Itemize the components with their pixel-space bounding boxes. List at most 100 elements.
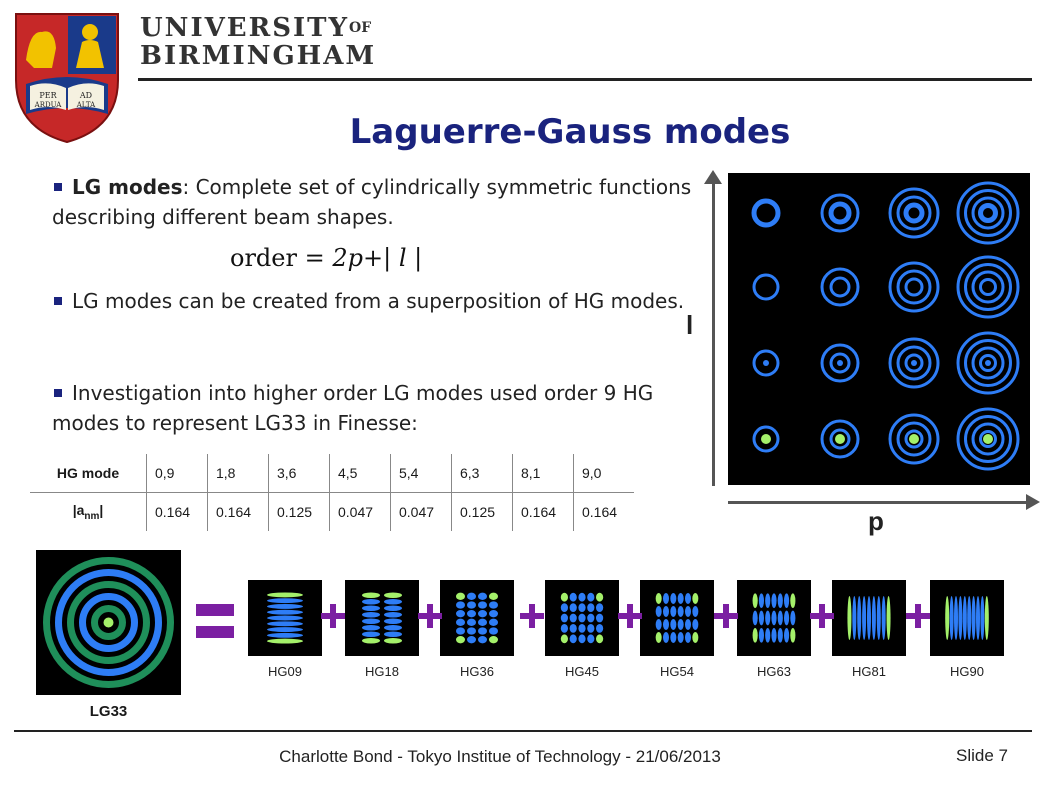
- slide-title: Laguerre-Gauss modes: [349, 112, 791, 152]
- formula-plus: +: [363, 244, 384, 272]
- hg-mode-label: HG90: [950, 664, 984, 679]
- table-cell-coef: 0.125: [451, 492, 513, 531]
- lg33-label: LG33: [89, 703, 128, 720]
- plus-sign: [810, 604, 834, 628]
- axis-l-arrowhead: [704, 170, 722, 184]
- hg-mode-label: HG54: [660, 664, 694, 679]
- plus-sign: [714, 604, 738, 628]
- lg-mode-cell: [752, 349, 780, 377]
- lg-mode-cell: [888, 337, 940, 389]
- lg-mode-cell: [751, 198, 781, 228]
- table-cell-mode: 5,4: [390, 454, 452, 493]
- lg-mode-cell: [956, 181, 1020, 245]
- lg33-mode-image: [36, 550, 181, 695]
- bullet-2-text: LG modes can be created from a superposi…: [72, 289, 685, 313]
- plus-sign: [321, 604, 345, 628]
- bullet-marker: [54, 183, 62, 191]
- table-cell-mode: 9,0: [573, 454, 634, 493]
- crest-motto-ardua: ARDUA: [34, 101, 63, 109]
- table-row-coefficients: |anm| 0.164 0.164 0.125 0.047 0.047 0.12…: [30, 492, 634, 531]
- university-of: OF: [349, 20, 372, 36]
- table-cell-coef: 0.047: [390, 492, 452, 531]
- hg-mode-label: HG36: [460, 664, 494, 679]
- lg-mode-cell: [956, 255, 1020, 319]
- table-cell-mode: 3,6: [268, 454, 330, 493]
- table-cell-coef: 0.164: [146, 492, 208, 531]
- anm-end: |: [99, 502, 104, 519]
- hg-mode-label: HG63: [757, 664, 791, 679]
- lg-mode-cell: [956, 407, 1020, 471]
- formula-abs-l: | l |: [383, 244, 423, 272]
- formula-equals: =: [304, 244, 325, 272]
- formula-2p: 2p: [332, 244, 363, 272]
- lg-mode-cell: [820, 267, 860, 307]
- hg-mode-image: [832, 580, 906, 656]
- footer-divider: [14, 730, 1032, 732]
- hg-mode-label: HG18: [365, 664, 399, 679]
- table-cell-coef: 0.164: [512, 492, 574, 531]
- table-cell-coef: 0.164: [207, 492, 269, 531]
- hg-mode-image: [345, 580, 419, 656]
- axis-p-arrowhead: [1026, 494, 1040, 510]
- table-cell-mode: 1,8: [207, 454, 269, 493]
- axis-l-label: l: [686, 310, 694, 340]
- anm-main: |a: [72, 502, 85, 519]
- table-header-anm: |anm|: [30, 492, 147, 531]
- bullet-superposition: LG modes can be created from a superposi…: [52, 286, 692, 316]
- lg-mode-cell: [820, 343, 860, 383]
- hg-mode-image: [440, 580, 514, 656]
- crest-motto-alta: ALTA: [76, 101, 96, 109]
- table-cell-coef: 0.164: [582, 504, 618, 520]
- lg-mode-cell: [888, 261, 940, 313]
- hg-mode-image: [737, 580, 811, 656]
- table-row-modes: HG mode 0,9 1,8 3,6 4,5 5,4 6,3 8,1 9,0: [30, 454, 634, 493]
- plus-sign: [618, 604, 642, 628]
- lg-mode-cell: [752, 273, 780, 301]
- table-cell-mode: 8,1: [512, 454, 574, 493]
- anm-sub: nm: [84, 510, 100, 522]
- bullet-investigation: Investigation into higher order LG modes…: [52, 378, 692, 438]
- header-divider: [138, 78, 1032, 81]
- hg-mode-image: [930, 580, 1004, 656]
- university-line-2: BIRMINGHAM: [140, 41, 377, 71]
- plus-sign: [520, 604, 544, 628]
- bullet-marker: [54, 297, 62, 305]
- plus-sign: [418, 604, 442, 628]
- table-cell-coef: 0.125: [268, 492, 330, 531]
- hg-mode-label: HG45: [565, 664, 599, 679]
- table-cell-mode: 4,5: [329, 454, 391, 493]
- bullet-marker: [54, 389, 62, 397]
- axis-p-line: [728, 501, 1028, 504]
- crest-motto-per: PER: [39, 91, 57, 100]
- axis-l-line: [712, 180, 715, 486]
- hg-mode-label: HG09: [268, 664, 302, 679]
- lg-mode-cell: [820, 193, 860, 233]
- hg-coefficient-table: HG mode 0,9 1,8 3,6 4,5 5,4 6,3 8,1 9,0 …: [30, 454, 634, 531]
- hg-mode-image: [248, 580, 322, 656]
- hg-mode-image: [545, 580, 619, 656]
- bullet-3-text: Investigation into higher order LG modes…: [52, 381, 654, 435]
- axis-p-label: p: [868, 506, 884, 536]
- plus-sign: [906, 604, 930, 628]
- bullet-lg-modes: LG modes: Complete set of cylindrically …: [52, 172, 692, 232]
- formula-lhs: order: [230, 244, 297, 272]
- footer-text: Charlotte Bond - Tokyo Institue of Techn…: [279, 747, 721, 766]
- university-crest-logo: PER AD ARDUA ALTA: [15, 13, 119, 144]
- hg-mode-label: HG81: [852, 664, 886, 679]
- lg-mode-cell: [752, 425, 780, 453]
- table-cell-mode: 0,9: [146, 454, 208, 493]
- table-cell-mode: 6,3: [451, 454, 513, 493]
- lg-mode-cell: [820, 419, 860, 459]
- lg-mode-cell: [888, 413, 940, 465]
- table-header-hg-mode: HG mode: [30, 454, 147, 493]
- bullet-1-bold: LG modes: [72, 175, 183, 199]
- slide-number: Slide 7: [956, 746, 1008, 765]
- bullet-1-text: : Complete set of cylindrically symmetri…: [52, 175, 692, 229]
- hg-mode-image: [640, 580, 714, 656]
- university-name: UNIVERSITYOF BIRMINGHAM: [140, 14, 376, 70]
- order-formula: order = 2p+| l |: [230, 244, 422, 272]
- university-line-1: UNIVERSITY: [140, 13, 350, 43]
- equals-sign: [196, 604, 234, 640]
- lg-mode-cell: [956, 331, 1020, 395]
- crest-motto-ad: AD: [79, 91, 92, 100]
